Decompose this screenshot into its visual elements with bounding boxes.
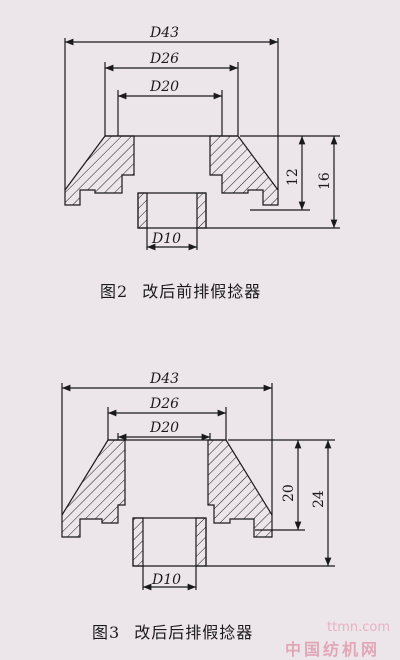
figure1-dim-h16: 16	[317, 172, 333, 190]
figure1-dim-d10: D10	[151, 231, 181, 247]
figure1-dim-d43: D43	[149, 25, 179, 41]
figure1-stem-wall-right	[196, 192, 207, 229]
figure1-stem	[137, 193, 207, 229]
figure2-caption-text: 改后后排假捻器	[134, 623, 254, 642]
watermark-name: 中国纺机网	[284, 640, 380, 659]
figure2-caption-number: 图3	[92, 623, 121, 642]
figure2-stem	[132, 518, 207, 567]
figure2-caption: 图3 改后后排假捻器	[0, 619, 400, 643]
figure2-dim-d20: D20	[149, 420, 179, 436]
figure1-caption-text: 改后前排假捻器	[142, 282, 262, 301]
figure1-caption-number: 图2	[100, 282, 129, 301]
figure2-right-section	[207, 439, 273, 538]
figure2-dim-d26: D26	[149, 396, 179, 412]
figure2-stem-wall-left	[132, 517, 144, 567]
figure1-dim-d26: D26	[149, 51, 179, 67]
figure2-left-section	[61, 439, 126, 538]
figure2-dim-h24: 24	[311, 490, 327, 508]
figure2-dim-d10: D10	[151, 572, 181, 588]
figure2-drawing	[61, 383, 335, 591]
figure1-right-section	[209, 135, 279, 206]
figure1-caption: 图2 改后前排假捻器	[0, 278, 400, 302]
figure1-stem-wall-left	[137, 192, 148, 229]
figure1-drawing	[64, 38, 340, 251]
figure1-dim-h12: 12	[285, 168, 301, 186]
figure2-stem-wall-right	[195, 517, 207, 567]
figure2-dim-h20: 20	[281, 484, 297, 502]
watermark-url: ttmn.com	[327, 620, 390, 635]
figure1-left-section	[64, 135, 135, 206]
figure1-dim-d20: D20	[149, 79, 179, 95]
figure2-dim-d43: D43	[149, 371, 179, 387]
